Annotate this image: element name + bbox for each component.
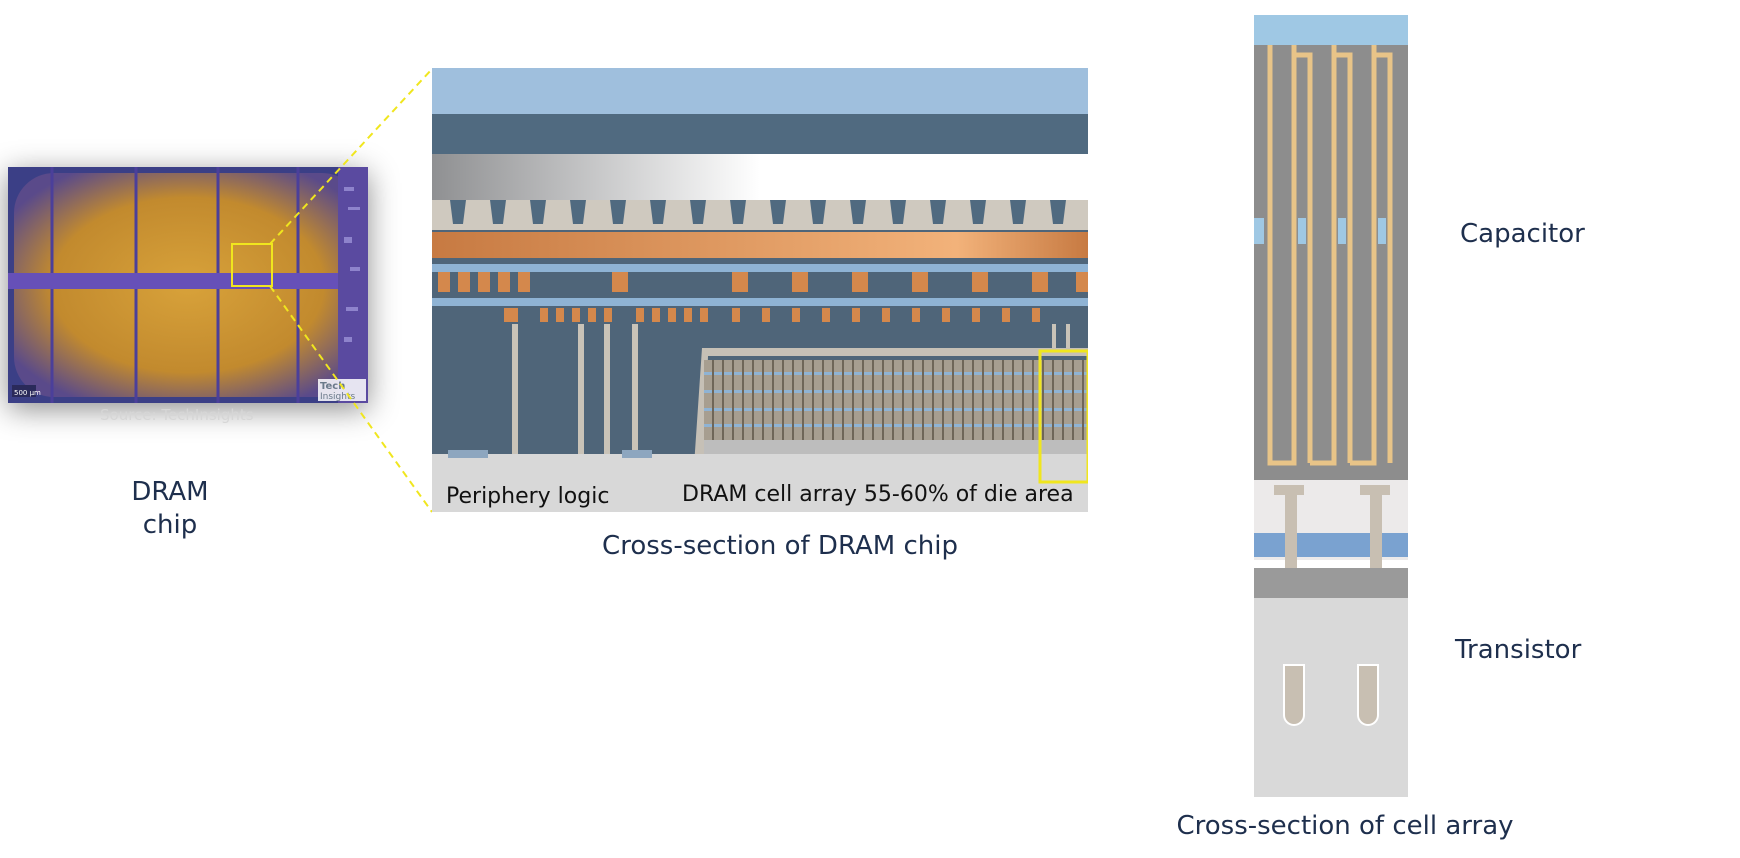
dram-chip-caption-line1: DRAM [110,476,230,509]
cell-array-cross-section-caption: Cross-section of cell array [1150,810,1540,843]
dram-chip-caption: DRAM chip [110,476,230,542]
chip-cross-section-caption: Cross-section of DRAM chip [560,530,1000,563]
dram-chip-caption-line2: chip [110,509,230,542]
logo-text-line2: Insights [320,392,355,402]
source-credit: Source: TechInsights [100,406,254,424]
cell-array-label: DRAM cell array 55-60% of die area [682,482,1074,507]
cell-array-cross-section-image [1254,15,1440,797]
periphery-logic-label: Periphery logic [446,484,609,509]
dram-die-photo: 500 µm Tech Insights [8,167,368,403]
capacitor-label: Capacitor [1460,218,1610,251]
logo-text-line1: Tech [320,381,345,392]
transistor-label: Transistor [1455,634,1605,667]
chip-cross-section-image [432,68,1088,512]
scale-bar-label: 500 µm [14,389,41,397]
